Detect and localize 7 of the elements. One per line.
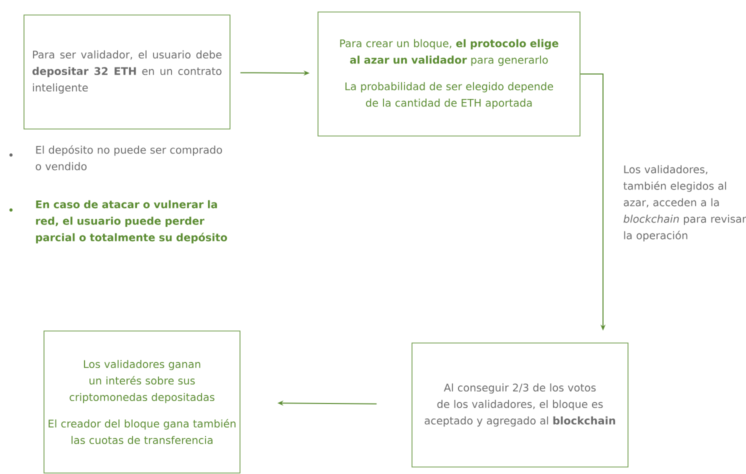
- text-box: Los validadores ganan un interés sobre sus criptomonedas depositadas El creador del bloque gana también las cuotas de transferencia: [44, 330, 240, 474]
- bullet-text: En caso de atacar o vulnerar la red, el usuario puede perder parcial o totalmente su depósito: [36, 200, 228, 244]
- text-box: Para crear un bloque, el protocolo elige al azar un validador para generarlo La probabilidad de ser elegido depende de la cantidad de ETH aportada: [318, 12, 580, 136]
- text-box: Al conseguir 2/3 de los votos de los validadores, el bloque es aceptado y agregado al blockchain: [412, 342, 628, 468]
- text-box: Para ser validador, el usuario debe depositar 32 ETH en un contrato inteligente: [24, 14, 230, 130]
- edge-label: Los validadores, también elegidos al azar, acceden a la blockchain para revisar la operación: [624, 165, 746, 242]
- bullet-text: El depósito no puede ser comprado o vendido: [36, 145, 222, 170]
